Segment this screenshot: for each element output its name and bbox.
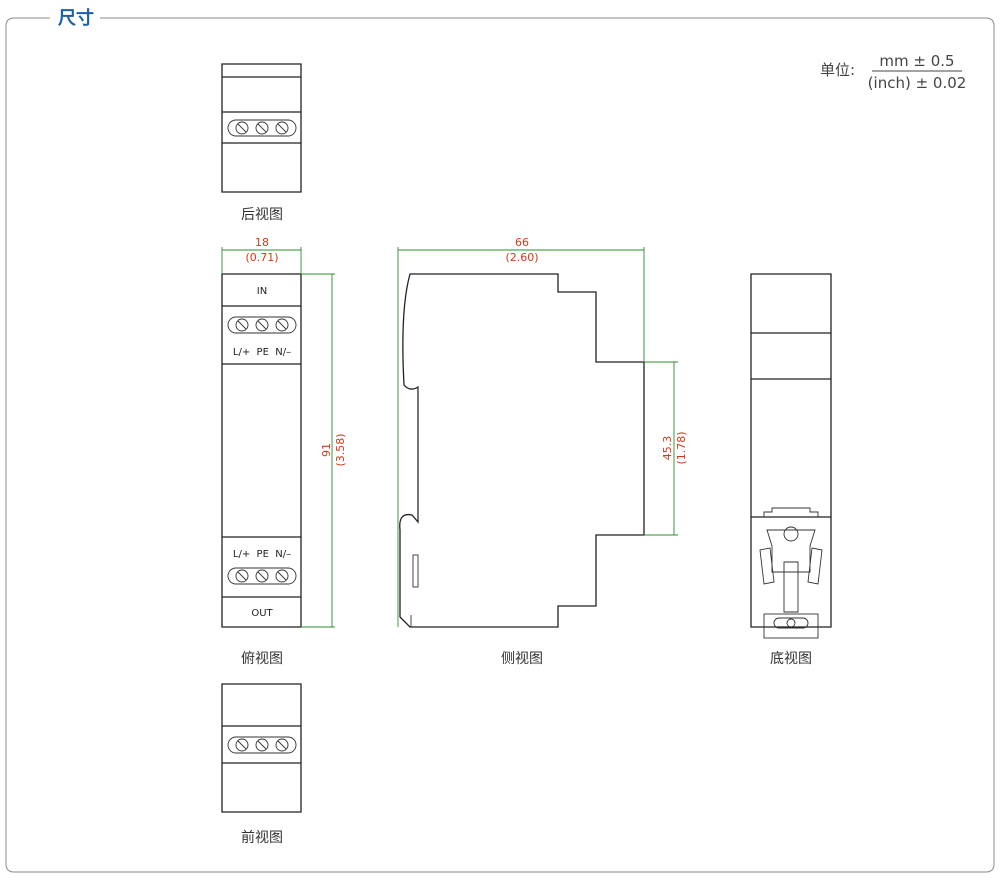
front-view: [221, 683, 302, 813]
depth-inch: (2.60): [505, 251, 538, 264]
width-inch: (0.71): [245, 251, 278, 264]
in-label: IN: [257, 286, 267, 297]
rear-view: [221, 63, 302, 193]
height-dimension: 91 (3.58): [301, 273, 347, 628]
bottom-view-caption: 底视图: [770, 651, 812, 667]
unit-label: 单位:: [820, 61, 855, 79]
out-label: OUT: [251, 608, 273, 619]
terminal-block: [227, 316, 297, 334]
unit-numerator: mm ± 0.5: [879, 52, 954, 70]
front-view-caption: 前视图: [241, 829, 283, 846]
height-inch: (3.58): [334, 433, 347, 466]
terminal-block: [227, 567, 297, 585]
section-title: 尺寸: [58, 7, 94, 29]
bottom-view: [750, 273, 832, 639]
frame-border: [5, 17, 995, 873]
side-view: [399, 273, 645, 628]
depth-mm: 66: [515, 236, 529, 249]
front-height-dimension: 45.3 (1.78): [644, 361, 688, 536]
rear-view-caption: 后视图: [241, 207, 283, 223]
top-view: IN L/+ PE N/– L/+ PE N/– OUT: [221, 273, 302, 628]
top-view-caption: 俯视图: [241, 651, 283, 667]
unit-legend: 单位: mm ± 0.5 (inch) ± 0.02: [820, 52, 966, 92]
terminal-block: [227, 119, 297, 137]
pin-labels-out: L/+ PE N/–: [233, 549, 291, 560]
depth-dimension: 66 (2.60): [397, 236, 645, 627]
unit-denominator: (inch) ± 0.02: [868, 74, 967, 92]
pin-labels-in: L/+ PE N/–: [233, 347, 291, 358]
width-mm: 18: [255, 236, 269, 249]
width-dimension: 18 (0.71): [221, 236, 302, 274]
front-height-mm: 45.3: [661, 436, 674, 461]
terminal-block: [227, 736, 297, 754]
height-mm: 91: [320, 443, 333, 457]
din-rail-clip: [759, 507, 823, 639]
front-height-inch: (1.78): [675, 431, 688, 464]
side-view-caption: 侧视图: [501, 651, 543, 667]
